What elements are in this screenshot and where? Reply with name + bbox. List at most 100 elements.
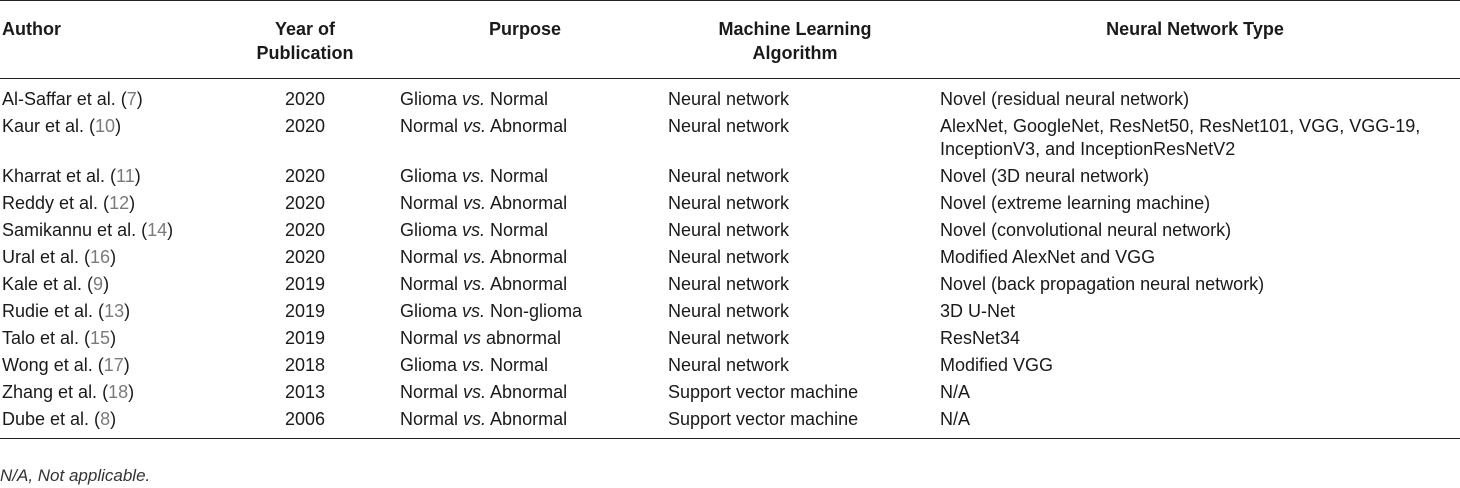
author-name: Ural et al. ( [2,247,91,267]
reference-link[interactable]: 11 [116,166,135,186]
cell-nn-type: Novel (residual neural network) [940,89,1190,109]
cell-year: 2020 [284,193,326,213]
reference-link[interactable]: 14 [147,220,168,240]
reference-link[interactable]: 15 [90,328,111,348]
ref-close: ) [123,355,130,375]
reference-link[interactable]: 7 [126,89,137,109]
purpose-vs: vs. [462,355,486,375]
cell-algorithm: Neural network [668,355,790,375]
ref-close: ) [103,274,110,294]
purpose-vs: vs. [463,247,487,267]
reference-link[interactable]: 16 [90,247,111,267]
cell-year: 2020 [284,247,326,267]
purpose-vs: vs. [462,220,486,240]
cell-algorithm: Support vector machine [668,409,859,429]
cell-purpose: Normal vs. Abnormal [390,378,660,405]
reference-link[interactable]: 9 [93,274,104,294]
table-row: Reddy et al. (12) 2020 Normal vs. Abnormal… [0,189,1460,216]
cell-nn-type: ResNet34 [940,328,1021,348]
cell-algorithm: Neural network [668,116,790,136]
purpose-b: Abnormal [486,274,568,294]
ref-close: ) [128,382,135,402]
cell-algorithm: Support vector machine [668,382,859,402]
cell-year: 2019 [284,328,326,348]
purpose-a: Normal [400,193,464,213]
cell-nn-type: Modified AlexNet and VGG [940,247,1156,267]
author-name: Rudie et al. ( [2,301,105,321]
purpose-b: Normal [485,89,549,109]
ref-close: ) [136,89,143,109]
literature-table: Author Year of Publication Purpose Machi… [0,0,1460,439]
purpose-b: Abnormal [486,409,568,429]
header-purpose: Purpose [488,19,562,39]
cell-author: Dube et al. (8) [0,405,220,439]
ref-close: ) [110,328,117,348]
author-name: Al-Saffar et al. ( [2,89,127,109]
author-name: Wong et al. ( [2,355,104,375]
cell-year: 2020 [284,116,326,136]
cell-algorithm: Neural network [668,247,790,267]
table-row: Samikannu et al. (14) 2020 Glioma vs. Norm… [0,216,1460,243]
reference-link[interactable]: 13 [104,301,125,321]
purpose-a: Glioma [400,166,463,186]
purpose-b: Abnormal [486,382,568,402]
purpose-a: Normal [400,409,464,429]
purpose-vs: vs. [463,193,487,213]
purpose-b: Abnormal [486,116,568,136]
reference-link[interactable]: 17 [103,355,124,375]
cell-author: Samikannu et al. (14) [0,216,220,243]
purpose-b: Abnormal [486,247,568,267]
header-year-line2: Publication [256,43,354,63]
header-algorithm: Machine Learning Algorithm [660,1,930,79]
author-name: Kaur et al. ( [2,116,96,136]
cell-nn-type: 3D U-Net [940,301,1016,321]
author-name: Zhang et al. ( [2,382,109,402]
purpose-a: Normal [400,274,464,294]
header-row: Author Year of Publication Purpose Machi… [0,0,1460,79]
cell-purpose: Glioma vs. Non-glioma [390,297,660,324]
header-algo-line1: Machine Learning [718,19,872,39]
cell-year: 2006 [284,409,326,429]
purpose-a: Glioma [400,89,463,109]
header-year: Year of Publication [220,1,390,79]
cell-year: 2020 [284,220,326,240]
cell-author: Kharrat et al. (11) [0,162,220,189]
purpose-vs: vs. [462,89,486,109]
reference-link[interactable]: 18 [108,382,129,402]
cell-year: 2020 [284,89,326,109]
reference-link[interactable]: 8 [100,409,111,429]
cell-purpose: Glioma vs. Normal [390,79,660,113]
cell-algorithm: Neural network [668,193,790,213]
ref-close: ) [115,116,122,136]
cell-nn-type: N/A [940,409,971,429]
reference-link[interactable]: 10 [95,116,116,136]
cell-author: Reddy et al. (12) [0,189,220,216]
purpose-b: Normal [485,166,549,186]
reference-link[interactable]: 12 [109,193,130,213]
cell-purpose: Normal vs. Abnormal [390,405,660,439]
cell-purpose: Normal vs. Abnormal [390,189,660,216]
purpose-b: Normal [485,355,549,375]
cell-purpose: Normal vs. Abnormal [390,270,660,297]
author-name: Kale et al. ( [2,274,94,294]
cell-purpose: Normal vs. Abnormal [390,112,660,162]
cell-algorithm: Neural network [668,301,790,321]
cell-purpose: Glioma vs. Normal [390,216,660,243]
purpose-a: Normal [400,116,464,136]
cell-algorithm: Neural network [668,220,790,240]
purpose-b: Normal [485,220,549,240]
cell-year: 2019 [284,274,326,294]
table-header: Author Year of Publication Purpose Machi… [0,0,1460,79]
purpose-b: Abnormal [486,193,568,213]
cell-purpose: Normal vs. Abnormal [390,243,660,270]
author-name: Kharrat et al. ( [2,166,117,186]
ref-close: ) [110,409,117,429]
cell-author: Talo et al. (15) [0,324,220,351]
ref-close: ) [167,220,174,240]
